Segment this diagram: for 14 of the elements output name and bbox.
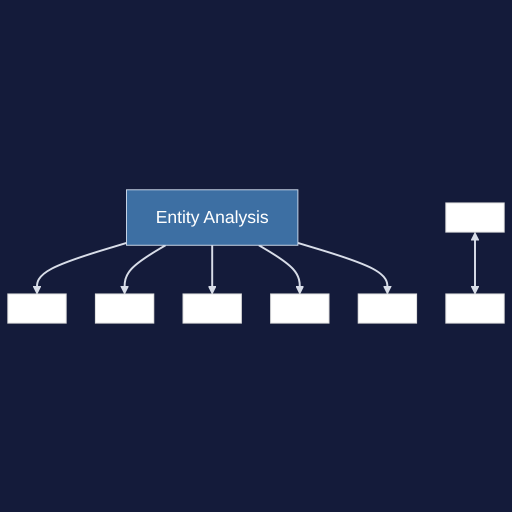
node-box <box>445 292 505 324</box>
arrow <box>32 242 127 294</box>
node-box <box>7 292 67 324</box>
node-box <box>94 292 154 324</box>
arrow <box>208 244 216 294</box>
node-box <box>270 292 330 324</box>
arrow <box>298 242 392 294</box>
node-box <box>358 292 418 324</box>
node-box <box>182 292 242 324</box>
arrow <box>470 232 480 294</box>
arrow <box>258 244 304 294</box>
node-box: Entity Analysis <box>126 188 298 246</box>
node-box <box>445 202 505 232</box>
arrow <box>120 244 166 294</box>
